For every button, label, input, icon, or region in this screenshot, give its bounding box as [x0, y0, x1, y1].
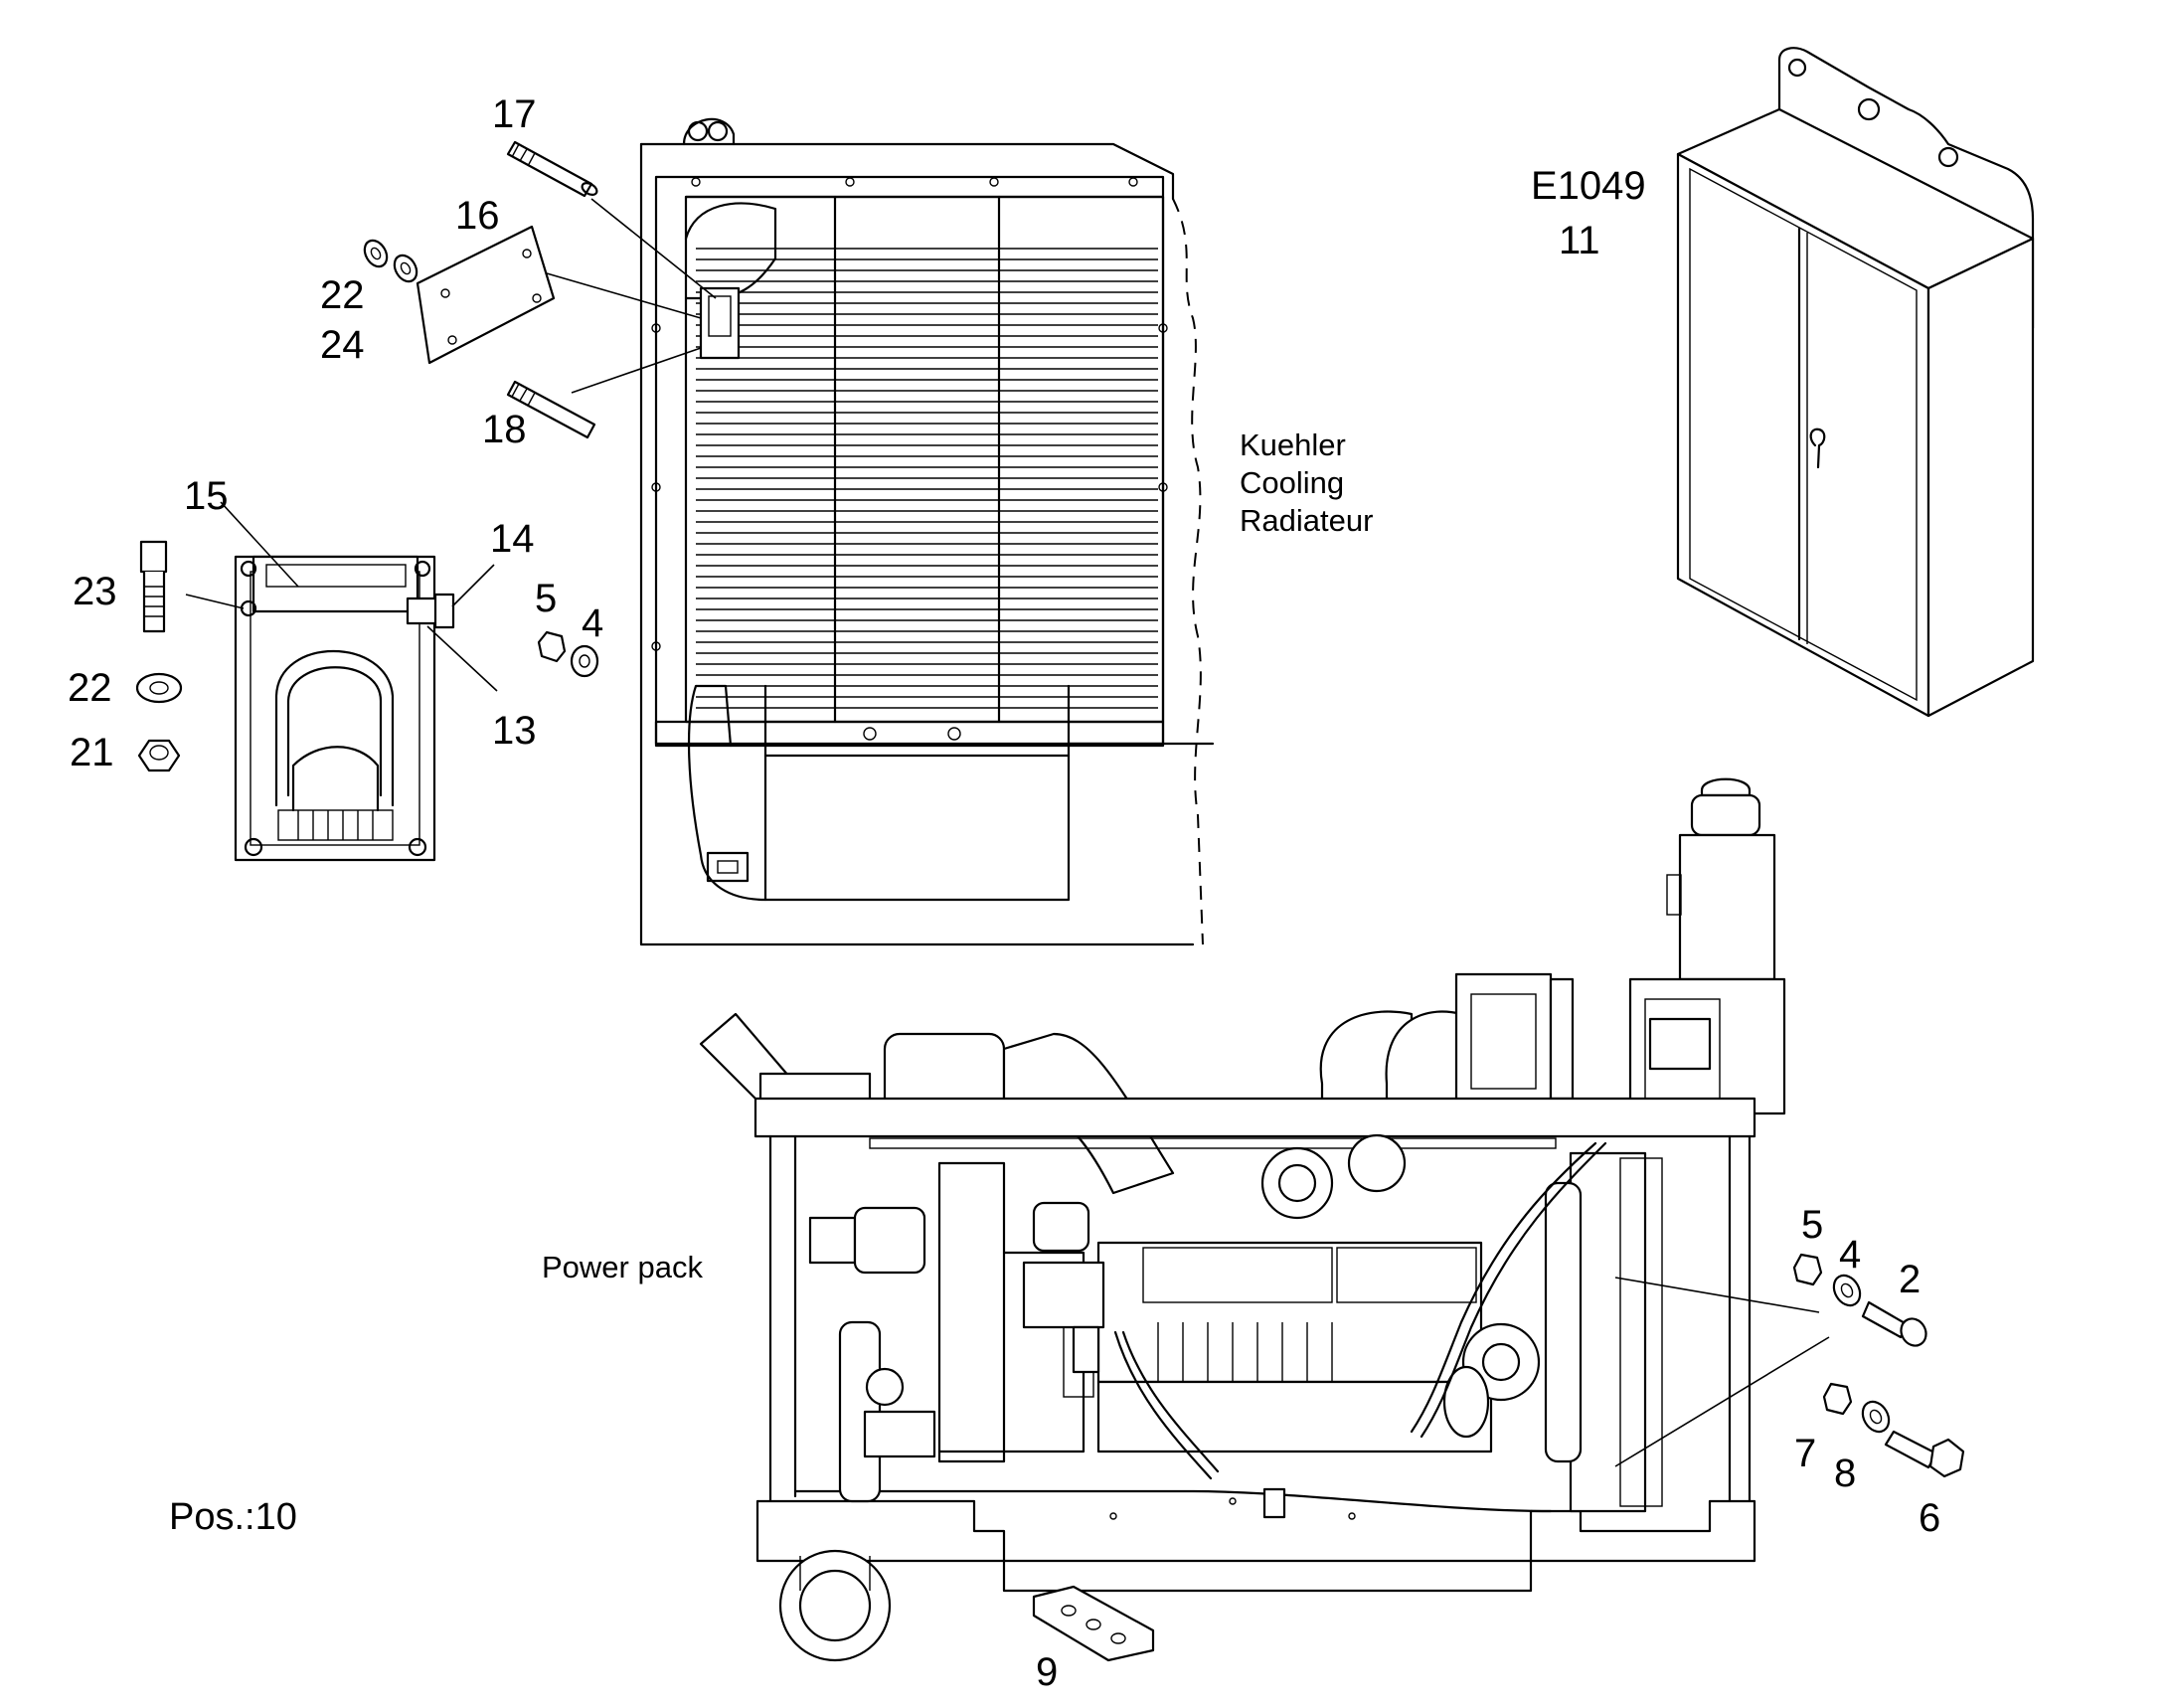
callout-22: 22	[320, 273, 365, 317]
callout-8: 8	[1834, 1452, 1856, 1495]
mount-bracket: 15 14 23 5 4 22 13 21	[68, 474, 603, 862]
power-pack-assembly: Power pack 5 4 2 7 8 6 9	[542, 777, 1965, 1694]
callout-17: 17	[492, 92, 537, 136]
callout-18: 18	[482, 408, 527, 451]
callout-9: 9	[1036, 1650, 1058, 1694]
radiator-assembly: Kuehler Cooling Radiateur	[639, 117, 1373, 946]
callout-23: 23	[73, 570, 117, 613]
callout-16: 16	[455, 194, 500, 238]
label-kuehler: Kuehler	[1240, 427, 1346, 462]
callout-6: 6	[1919, 1496, 1940, 1540]
label-cooling: Cooling	[1240, 465, 1344, 500]
control-cabinet: E1049 11	[1531, 47, 2035, 718]
callout-5: 5	[535, 577, 557, 620]
callout-4-b: 4	[1839, 1233, 1861, 1277]
callout-7: 7	[1794, 1432, 1816, 1475]
callout-15: 15	[184, 474, 229, 518]
callout-22-b: 22	[68, 666, 112, 710]
radiator-fins	[696, 248, 1158, 709]
callout-11: 11	[1559, 219, 1600, 262]
callout-21: 21	[70, 731, 114, 774]
callout-4: 4	[582, 601, 603, 645]
label-radiateur: Radiateur	[1240, 503, 1373, 538]
callout-e1049: E1049	[1531, 164, 1646, 208]
callout-5-b: 5	[1801, 1203, 1823, 1247]
callout-24: 24	[320, 323, 365, 367]
callout-14: 14	[490, 517, 535, 561]
position-label: Pos.:10	[169, 1496, 297, 1538]
label-power-pack: Power pack	[542, 1250, 703, 1284]
callout-2: 2	[1899, 1258, 1921, 1301]
plate-and-studs: 17 16 22 24 18	[320, 92, 717, 451]
callout-13: 13	[492, 709, 537, 753]
